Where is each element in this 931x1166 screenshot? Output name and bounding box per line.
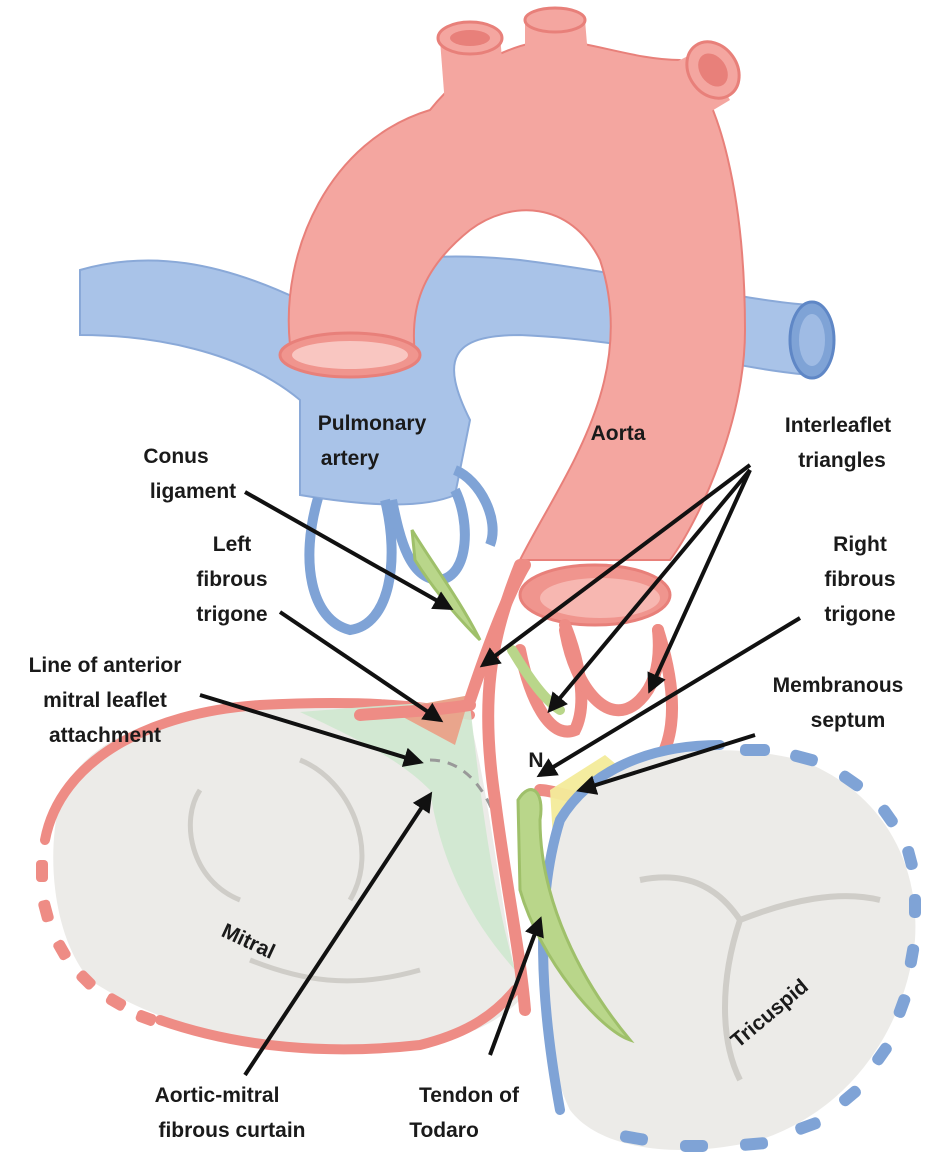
svg-text:Interleaflet: Interleaflet: [785, 414, 891, 437]
svg-text:fibrous: fibrous: [824, 568, 895, 591]
label-interleaflet-triangles: Interleaflet triangles: [785, 414, 891, 472]
svg-text:fibrous: fibrous: [196, 568, 267, 591]
label-conus-ligament: Conus ligament: [143, 445, 236, 503]
label-tendon-of-todaro: Tendon of Todaro: [409, 1084, 520, 1142]
label-node-N: N: [528, 749, 543, 772]
svg-text:trigone: trigone: [824, 603, 895, 626]
label-left-fibrous-trigone: Left fibrous trigone: [196, 533, 267, 626]
svg-text:ligament: ligament: [150, 480, 236, 503]
svg-text:Right: Right: [833, 533, 887, 556]
svg-text:Conus: Conus: [143, 445, 208, 468]
svg-text:Todaro: Todaro: [409, 1119, 479, 1142]
label-line-of-anterior-mitral: Line of anterior mitral leaflet attachme…: [29, 654, 182, 747]
svg-text:fibrous curtain: fibrous curtain: [158, 1119, 305, 1142]
svg-text:Pulmonary: Pulmonary: [318, 412, 427, 435]
svg-text:Aortic-mitral: Aortic-mitral: [155, 1084, 280, 1107]
svg-text:Line of anterior: Line of anterior: [29, 654, 182, 677]
label-membranous-septum: Membranous septum: [773, 674, 904, 732]
svg-text:septum: septum: [811, 709, 886, 732]
svg-text:Left: Left: [213, 533, 252, 556]
tricuspid-valve: [543, 744, 921, 1152]
label-aorta: Aorta: [591, 422, 646, 445]
svg-text:Tendon of: Tendon of: [419, 1084, 520, 1107]
svg-text:Membranous: Membranous: [773, 674, 904, 697]
svg-text:triangles: triangles: [798, 449, 886, 472]
svg-text:mitral leaflet: mitral leaflet: [43, 689, 167, 712]
conus-ligament: [412, 530, 480, 640]
svg-text:artery: artery: [321, 447, 380, 470]
label-right-fibrous-trigone: Right fibrous trigone: [824, 533, 895, 626]
svg-text:trigone: trigone: [196, 603, 267, 626]
svg-text:attachment: attachment: [49, 724, 161, 747]
label-aortic-mitral-curtain: Aortic-mitral fibrous curtain: [155, 1084, 306, 1142]
